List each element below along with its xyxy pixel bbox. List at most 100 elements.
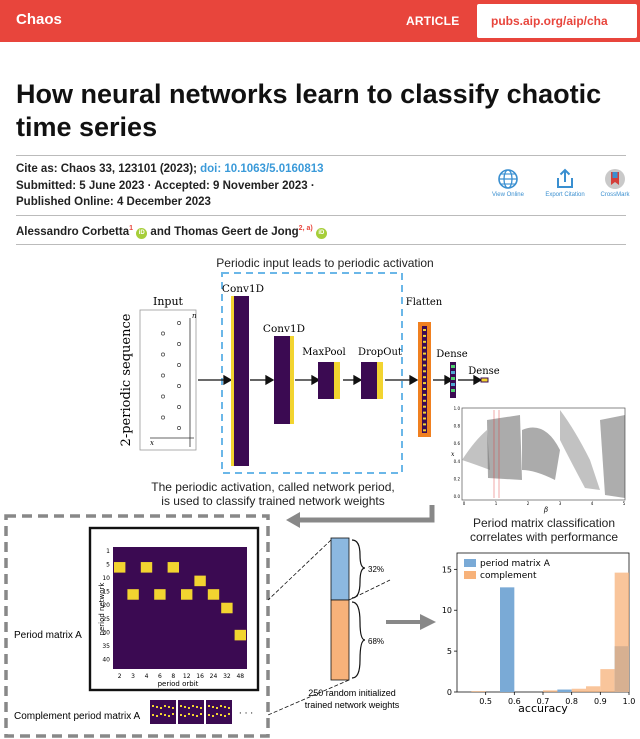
flow-arrows [198, 374, 483, 386]
matrix-cell [167, 562, 179, 573]
dense1-label: Dense [436, 349, 468, 360]
orcid-icon[interactable]: iD [315, 228, 327, 239]
matrix-y-label: period network [98, 582, 106, 636]
caption-line: is used to classify trained network weig… [161, 494, 385, 508]
crossmark-icon [605, 169, 625, 189]
legend-swatch-complement [464, 571, 476, 579]
input-points [161, 321, 181, 430]
bif-y-tick: 0.0 [454, 494, 461, 499]
histogram-x-tick: 0.7 [537, 697, 550, 706]
complement-dot [224, 706, 226, 708]
histogram-bar [471, 691, 486, 692]
divider [16, 155, 626, 156]
legend-swatch-period-matrix [464, 559, 476, 567]
period-matrix-label: Period matrix A [14, 630, 82, 641]
dense2-layer [480, 377, 489, 383]
histogram-bar [600, 669, 615, 692]
crossmark-label: CrossMark [600, 192, 630, 198]
sequence-point [161, 331, 165, 336]
feedback-arrow [300, 505, 435, 523]
author-name[interactable]: Alessandro Corbetta [16, 226, 130, 238]
view-online-button[interactable]: View Online [488, 168, 528, 198]
export-citation-button[interactable]: Export Citation [540, 168, 590, 198]
sequence-point [161, 352, 165, 357]
bar-caption-line: trained network weights [305, 700, 400, 710]
divider [16, 244, 626, 245]
bif-y-tick: 0.2 [454, 476, 461, 481]
journal-header: Chaos ARTICLE pubs.aip.org/aip/cha [0, 0, 640, 42]
matrix-x-tick: 32 [223, 673, 231, 680]
matrix-x-tick: 16 [196, 673, 204, 680]
complement-dot [168, 715, 170, 717]
journal-url[interactable]: pubs.aip.org/aip/cha [491, 14, 608, 28]
bif-y-label: x [451, 451, 455, 458]
complement-ellipsis: · · · [239, 709, 253, 719]
matrix-y-tick: 30 [102, 629, 110, 636]
published-line: Published Online: 4 December 2023 [16, 196, 211, 208]
complement-dot [184, 706, 186, 708]
network-architecture-diagram: Input 2-periodic sequence n x Conv1D Con… [119, 272, 626, 514]
sequence-label: 2-periodic sequence [119, 313, 134, 446]
flatten-activation [423, 340, 426, 343]
journal-name[interactable]: Chaos [16, 11, 62, 28]
matrix-cell [207, 589, 220, 600]
conv1-label: Conv1D [222, 283, 264, 295]
matrix-x-tick: 12 [183, 673, 191, 680]
complement-dot [196, 715, 198, 717]
histogram-frame [456, 552, 630, 693]
journal-url-box[interactable]: pubs.aip.org/aip/cha [477, 4, 637, 38]
x-axis-label: x [150, 439, 154, 447]
caption-line: The periodic activation, called network … [151, 480, 395, 494]
complement-dot [168, 706, 170, 708]
complement-dot [228, 707, 230, 709]
complement-dot [216, 713, 218, 715]
author-name[interactable]: Thomas Geert de Jong [174, 226, 299, 238]
classification-diagram: Period matrix A period network period or… [4, 505, 635, 738]
flatten-activation [423, 358, 426, 361]
complement-dot [196, 706, 198, 708]
flatten-activation [423, 364, 426, 367]
matrix-y-tick: 20 [102, 602, 110, 609]
doi-link[interactable]: doi: 10.1063/5.0160813 [200, 163, 324, 175]
complement-dot [228, 713, 230, 715]
caption-line: correlates with performance [469, 530, 619, 544]
flatten-activation [423, 352, 426, 355]
flatten-inner [422, 326, 427, 433]
complement-dot [152, 705, 154, 707]
complement-dot [188, 707, 190, 709]
complement-dot [156, 706, 158, 708]
figure-top-caption: Periodic input leads to periodic activat… [216, 256, 434, 270]
matrix-cell [154, 589, 166, 600]
sequence-point [177, 405, 181, 409]
matrix-x-tick: 48 [236, 673, 244, 680]
orcid-icon[interactable]: iD [136, 228, 148, 239]
complement-dot [192, 705, 194, 707]
complement-dot [164, 705, 166, 707]
maxpool-layer-highlight [334, 362, 340, 399]
legend-label: complement [480, 571, 537, 581]
input-label: Input [153, 295, 184, 308]
affiliation-marker: 1 [129, 225, 134, 232]
bar-caption-line: 250 random initialized [308, 688, 396, 698]
flatten-activation [423, 346, 426, 349]
flatten-activation [423, 370, 426, 373]
matrix-cell [194, 575, 206, 587]
caption-line: Period matrix classification [472, 516, 616, 530]
figure-mid-caption: The periodic activation, called network … [138, 480, 408, 508]
cite-rest: , 123101 (2023); [111, 163, 201, 175]
matrix-x-tick: 2 [118, 673, 122, 680]
histogram-bar [614, 572, 629, 692]
flatten-activation [423, 417, 426, 420]
crossmark-button[interactable]: CrossMark [595, 168, 635, 198]
matrix-cell [140, 562, 153, 573]
histogram-bar [586, 686, 601, 692]
matrix-y-tick: 10 [102, 575, 110, 582]
affiliation-marker: 2, a) [298, 225, 313, 232]
article-title: How neural networks learn to classify ch… [16, 79, 602, 142]
matrix-cell [221, 602, 233, 614]
cite-prefix: Cite as: Chaos [16, 163, 100, 175]
dropout-layer-highlight [377, 362, 383, 399]
histogram-bar [500, 587, 515, 692]
bar-segment-period-matrix [330, 537, 350, 601]
maxpool-label: MaxPool [302, 347, 345, 358]
